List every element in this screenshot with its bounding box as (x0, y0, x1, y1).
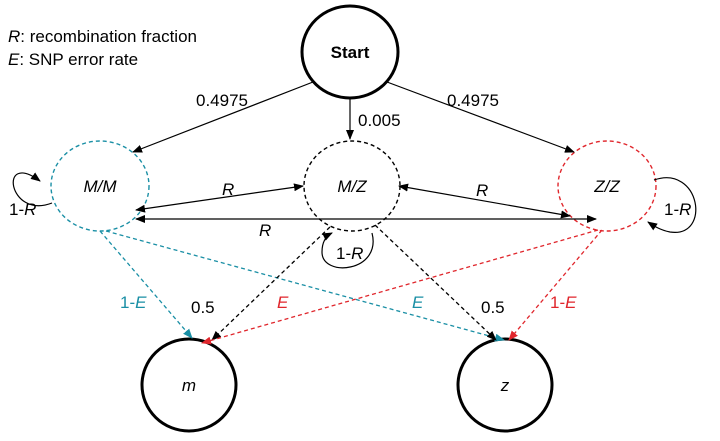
mm-self-prob: 1-R (9, 200, 36, 219)
start-to-mm-prob: 0.4975 (196, 91, 248, 110)
z-node (456, 337, 554, 433)
start-label: Start (331, 43, 370, 62)
zz-to-m-prob: E (277, 293, 289, 312)
m-label: m (182, 376, 196, 395)
zz-to-z-prob: 1-E (550, 293, 577, 312)
z-label: z (500, 376, 510, 395)
mz-to-m-emission (211, 226, 331, 341)
mz-self-prob: 1-R (336, 244, 363, 263)
m-node (140, 337, 238, 433)
legend-r: R: recombination fraction (8, 27, 197, 46)
mm-to-z-emission (105, 230, 505, 342)
zz-to-z-emission (508, 229, 603, 341)
legend-e: E: SNP error rate (8, 50, 138, 69)
start-to-zz-prob: 0.4975 (447, 91, 499, 110)
start-to-mz-prob: 0.005 (358, 111, 401, 130)
mm-label: M/M (83, 177, 117, 196)
start-to-zz-arrow (386, 81, 575, 153)
zz-label: Z/Z (593, 177, 620, 196)
mz-label: M/Z (337, 177, 367, 196)
mm-self-loop (12, 172, 53, 207)
mm-to-m-emission (99, 230, 193, 339)
mz-to-z-prob: 0.5 (481, 298, 505, 317)
start-to-mm-arrow (132, 81, 314, 153)
mm-mz-prob: R (222, 180, 234, 199)
zz-to-m-emission (201, 229, 599, 345)
mz-self-loop (321, 232, 374, 269)
mm-to-m-prob: 1-E (120, 293, 147, 312)
mm-zz-prob: R (259, 221, 271, 240)
mz-zz-prob: R (476, 181, 488, 200)
zz-self-loop (647, 177, 697, 233)
mz-to-z-emission (374, 224, 497, 341)
mz-to-m-prob: 0.5 (191, 298, 215, 317)
zz-self-prob: 1-R (664, 200, 691, 219)
mm-to-z-prob: E (412, 293, 424, 312)
mm-mz-arrow (135, 183, 304, 213)
mz-zz-arrow (398, 183, 571, 219)
